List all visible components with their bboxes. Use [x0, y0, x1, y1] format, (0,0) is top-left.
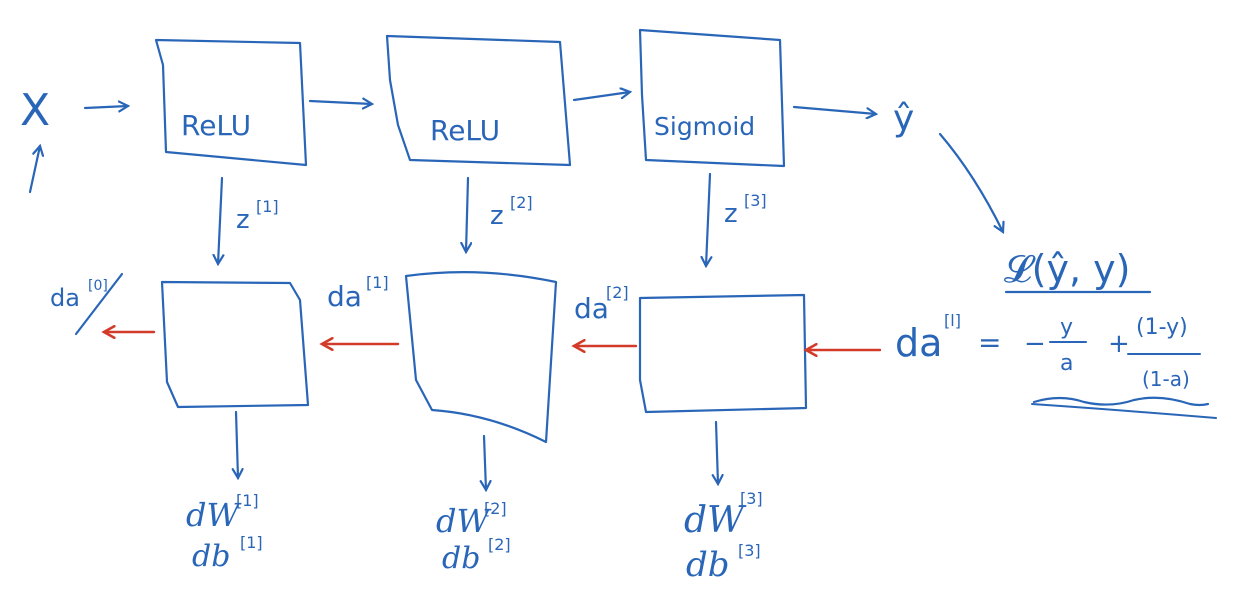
equals-sign: = [978, 326, 1001, 359]
frac2-numerator: (1-y) [1136, 315, 1188, 340]
output-yhat-label: ŷ [893, 98, 914, 139]
plus-sign: + [1108, 329, 1130, 359]
cache3-arrow [706, 172, 710, 266]
cache1-superscript: [1] [256, 197, 279, 216]
da2-superscript: [2] [606, 283, 629, 302]
cache3-label: z [724, 199, 738, 229]
cache2-arrow [466, 176, 468, 252]
grad1-db: db [192, 539, 230, 574]
minus-sign: − [1024, 329, 1046, 359]
da1-superscript: [1] [366, 273, 389, 292]
grad2-db: db [442, 541, 480, 576]
loss-label: 𝓛(ŷ, y) [1004, 247, 1130, 291]
grad2-dw: dW [436, 502, 492, 540]
da-out-label: da [895, 321, 942, 365]
grad1-arrow [236, 410, 238, 478]
frac2-denominator: (1-a) [1142, 367, 1190, 391]
grad1-db-sup: [1] [240, 533, 263, 552]
arrow-x-to-layer1 [83, 106, 128, 108]
arrow-layer1-to-layer2 [308, 101, 372, 104]
cache1-arrow [218, 176, 222, 264]
cache2-superscript: [2] [510, 193, 533, 212]
cache2-label: z [490, 201, 504, 231]
grad3-db: db [686, 545, 730, 585]
grad1-dw: dW [186, 496, 242, 534]
input-x-label: X [20, 85, 50, 136]
grad3-db-sup: [3] [738, 541, 761, 560]
da0-superscript: [0] [88, 278, 108, 294]
grad3-arrow [716, 420, 718, 484]
grad2-dw-sup: [2] [484, 499, 507, 518]
frac1-numerator: y [1060, 315, 1073, 340]
arrow-yhat-to-loss [938, 132, 1003, 232]
da-out-superscript: [l] [944, 311, 961, 330]
equation-underline-line [1031, 403, 1217, 419]
forward-layer1-box: ReLU [154, 38, 308, 167]
da0-label: da [50, 284, 80, 312]
frac1-denominator: a [1060, 351, 1073, 376]
grad2-arrow [484, 434, 486, 490]
grad1-dw-sup: [1] [236, 491, 259, 510]
layer2-activation-label: ReLU [430, 114, 500, 147]
arrow-layer3-to-yhat [792, 105, 876, 114]
forward-layer3-box: Sigmoid [638, 28, 786, 168]
da0-strikethrough [74, 272, 124, 336]
input-up-arrow [28, 146, 40, 194]
equation-underline-wavy [1032, 396, 1210, 407]
grad3-dw: dW [684, 500, 747, 541]
layer3-activation-label: Sigmoid [654, 112, 755, 141]
cache3-superscript: [3] [744, 191, 767, 210]
da1-label: da [327, 280, 362, 313]
grad3-dw-sup: [3] [740, 489, 763, 508]
da2-label: da [574, 292, 609, 325]
backward-layer3-box [638, 293, 808, 414]
arrow-layer2-to-layer3 [572, 92, 630, 102]
layer1-activation-label: ReLU [181, 109, 251, 142]
cache1-label: z [236, 205, 250, 235]
grad2-db-sup: [2] [488, 535, 511, 554]
backward-layer1-box [160, 280, 310, 409]
forward-layer2-box: ReLU [385, 34, 572, 167]
backward-layer2-box [404, 271, 558, 444]
